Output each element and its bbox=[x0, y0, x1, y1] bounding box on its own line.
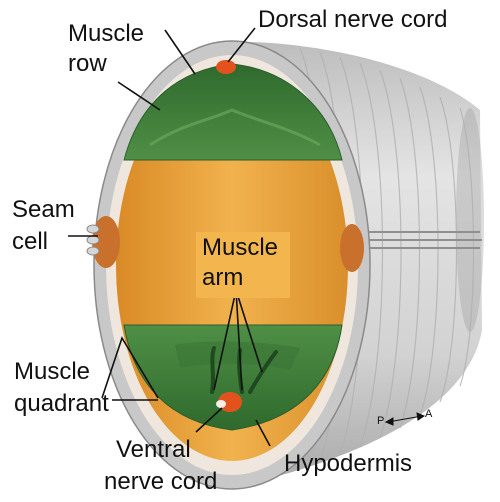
left-alae bbox=[87, 225, 99, 255]
label-axis-a: A bbox=[425, 408, 432, 421]
label-seam-cell-line2: cell bbox=[12, 228, 48, 256]
label-muscle-quadrant-line1: Muscle bbox=[14, 358, 90, 386]
label-muscle-quadrant-line2: quadrant bbox=[14, 390, 109, 418]
dorsal-nerve-cord-shape bbox=[216, 60, 236, 74]
label-dorsal-nerve-cord: Dorsal nerve cord bbox=[258, 6, 447, 34]
label-seam-cell-line1: Seam bbox=[12, 196, 75, 224]
label-ventral-nerve-cord-line2: nerve cord bbox=[104, 468, 217, 496]
label-ventral-nerve-cord-line1: Ventral bbox=[116, 436, 191, 464]
label-muscle-row-line2: row bbox=[68, 50, 107, 78]
label-muscle-arm-line1: Muscle bbox=[202, 234, 278, 262]
label-hypodermis: Hypodermis bbox=[284, 450, 412, 478]
label-axis-p: P bbox=[377, 415, 384, 428]
label-muscle-arm-line2: arm bbox=[202, 264, 243, 292]
label-muscle-row-line1: Muscle bbox=[68, 20, 144, 48]
